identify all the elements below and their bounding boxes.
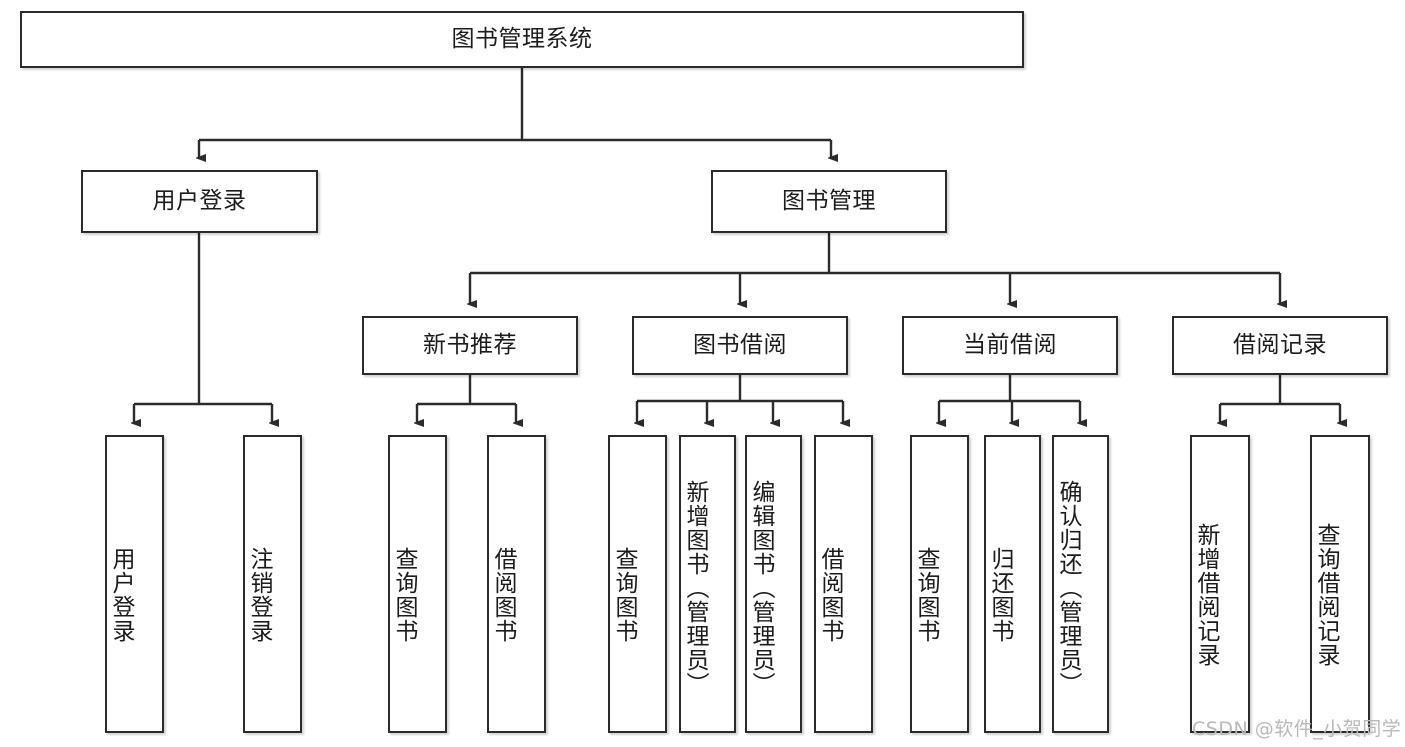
- node-borrow-record[interactable]: 借阅记录: [1172, 316, 1388, 375]
- node-leaf-user-login-label: 用户登录: [108, 547, 135, 643]
- node-leaf-borrow-book-2-label: 借阅图书: [817, 547, 844, 643]
- node-leaf-return-book[interactable]: 归还图书: [984, 435, 1041, 733]
- node-leaf-user-login[interactable]: 用户登录: [105, 435, 164, 733]
- node-leaf-add-book-label: 新增图书（管理员）: [682, 480, 709, 696]
- node-leaf-query-book-2[interactable]: 查询图书: [608, 435, 667, 733]
- node-leaf-logout-label: 注销登录: [246, 547, 273, 643]
- node-leaf-query-book-3[interactable]: 查询图书: [910, 435, 969, 733]
- node-current-borrow-label: 当前借阅: [963, 332, 1057, 359]
- node-leaf-confirm-return-label: 确认归还（管理员）: [1055, 480, 1082, 696]
- node-current-borrow[interactable]: 当前借阅: [902, 316, 1118, 375]
- node-book-manage[interactable]: 图书管理: [711, 170, 947, 233]
- node-leaf-confirm-return[interactable]: 确认归还（管理员）: [1052, 435, 1109, 733]
- node-leaf-query-book-2-label: 查询图书: [611, 547, 638, 643]
- node-leaf-edit-book-label: 编辑图书（管理员）: [748, 480, 775, 696]
- node-leaf-borrow-book-2[interactable]: 借阅图书: [814, 435, 873, 733]
- node-user-login[interactable]: 用户登录: [81, 170, 318, 233]
- node-leaf-add-book[interactable]: 新增图书（管理员）: [679, 435, 736, 733]
- node-book-borrow-label: 图书借阅: [693, 332, 787, 359]
- node-leaf-logout[interactable]: 注销登录: [243, 435, 302, 733]
- watermark: CSDN @软件_小贺同学: [1192, 718, 1402, 740]
- node-leaf-query-book-3-label: 查询图书: [913, 547, 940, 643]
- node-leaf-add-record[interactable]: 新增借阅记录: [1190, 435, 1250, 733]
- node-root[interactable]: 图书管理系统: [20, 11, 1024, 68]
- node-leaf-query-book-1[interactable]: 查询图书: [388, 435, 447, 733]
- node-new-book-recommend-label: 新书推荐: [423, 332, 517, 359]
- node-book-borrow[interactable]: 图书借阅: [632, 316, 848, 375]
- node-leaf-borrow-book-1-label: 借阅图书: [490, 547, 517, 643]
- node-root-label: 图书管理系统: [451, 26, 593, 53]
- node-leaf-borrow-book-1[interactable]: 借阅图书: [487, 435, 546, 733]
- node-leaf-query-book-1-label: 查询图书: [391, 547, 418, 643]
- node-new-book-recommend[interactable]: 新书推荐: [362, 316, 578, 375]
- node-book-manage-label: 图书管理: [782, 188, 876, 215]
- node-leaf-add-record-label: 新增借阅记录: [1193, 523, 1220, 667]
- node-leaf-edit-book[interactable]: 编辑图书（管理员）: [745, 435, 802, 733]
- node-leaf-query-record[interactable]: 查询借阅记录: [1310, 435, 1370, 733]
- node-user-login-label: 用户登录: [152, 188, 247, 215]
- node-leaf-query-record-label: 查询借阅记录: [1313, 523, 1340, 667]
- node-leaf-return-book-label: 归还图书: [987, 547, 1014, 643]
- node-borrow-record-label: 借阅记录: [1233, 332, 1327, 359]
